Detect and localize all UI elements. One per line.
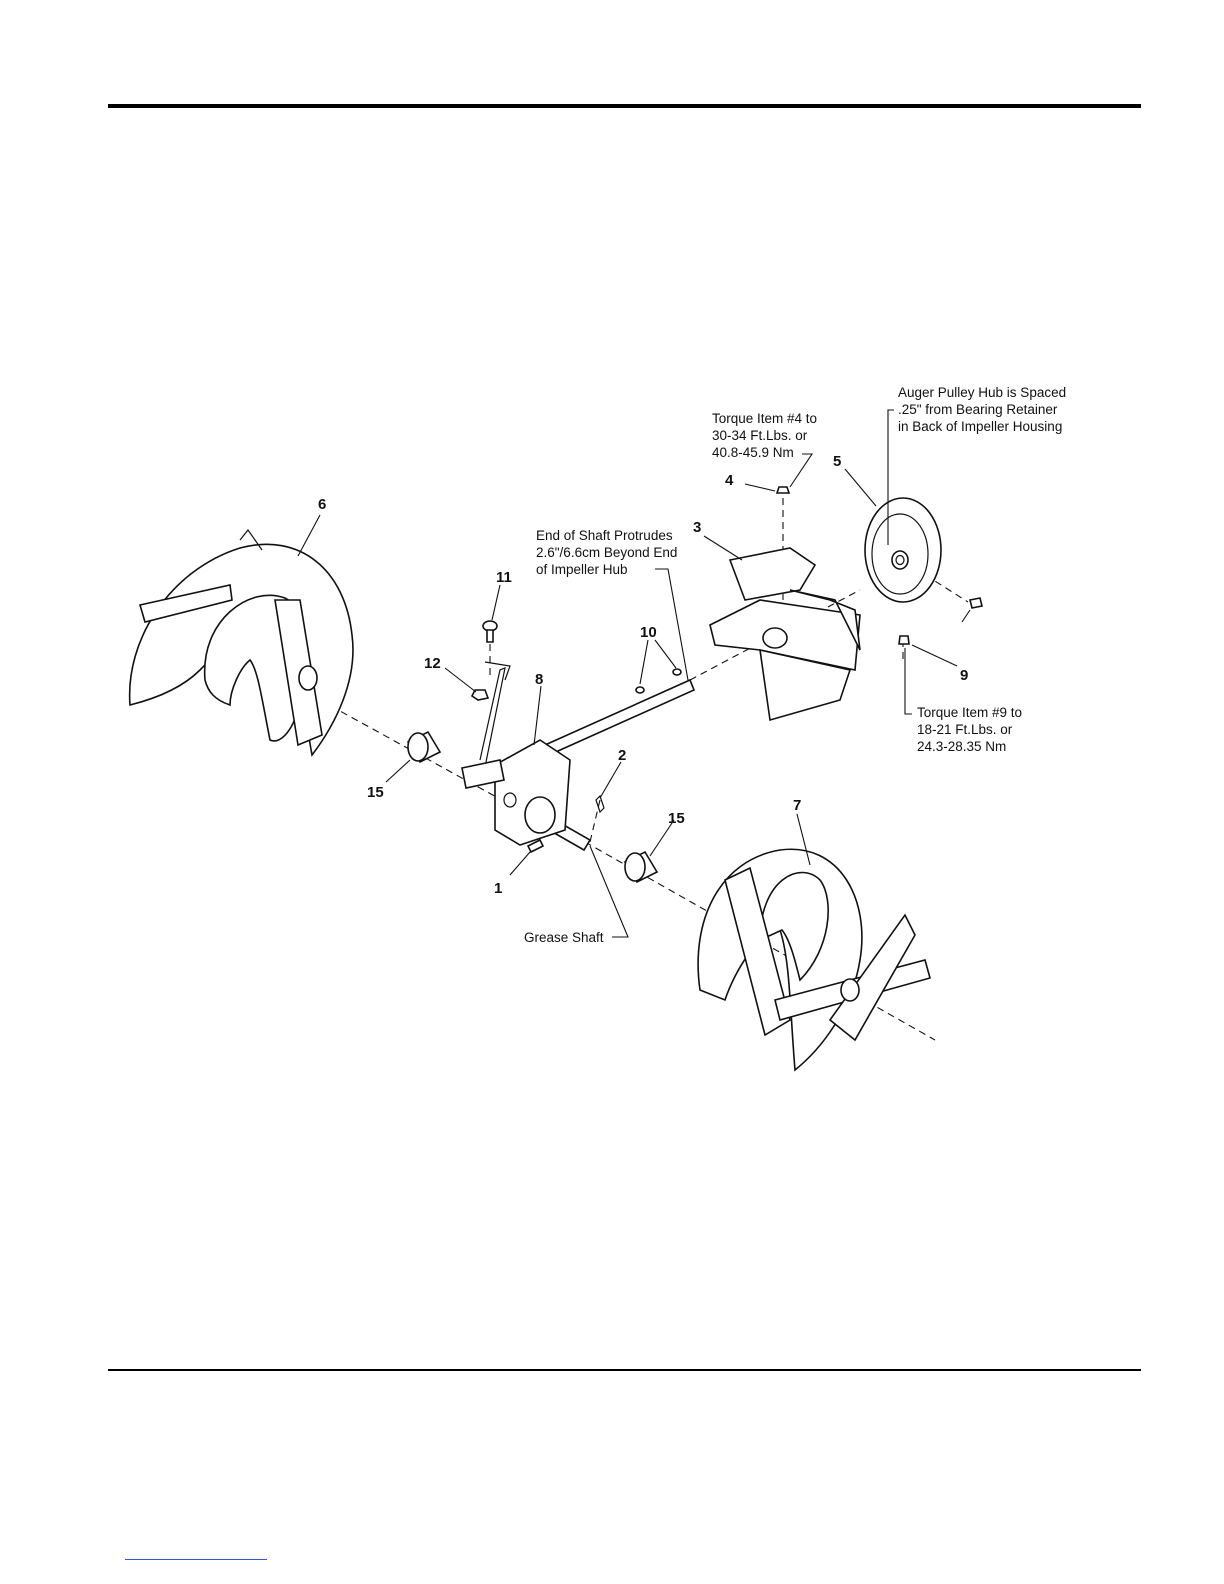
svg-text:of Impeller Hub: of Impeller Hub [536,562,628,577]
footer-rule [108,1369,1141,1371]
part-number-labels: 6 11 12 8 10 2 15 15 1 7 3 4 5 9 [318,453,968,897]
part-label-11: 11 [496,569,512,586]
svg-text:in Back of Impeller Housing: in Back of Impeller Housing [898,419,1062,434]
part-label-7: 7 [793,797,801,814]
part-label-4: 4 [725,472,734,489]
impeller [710,548,860,720]
part-label-5: 5 [833,453,841,470]
gearbox-and-shaft [462,680,694,850]
part-label-8: 8 [535,671,543,688]
nut-item-12 [472,690,488,700]
part-label-10: 10 [640,624,657,641]
spacer-right [625,852,657,882]
part-label-9: 9 [960,667,968,684]
part-label-15-left: 15 [367,784,384,801]
note-torque-item-4: Torque Item #4 to 30-34 Ft.Lbs. or 40.8-… [712,411,817,460]
bolts-item-9 [899,598,982,644]
spacer-left [408,732,440,762]
note-grease-shaft: Grease Shaft [524,930,604,945]
svg-text:End of Shaft Protrudes: End of Shaft Protrudes [536,528,673,543]
note-torque-item-9: Torque Item #9 to 18-21 Ft.Lbs. or 24.3-… [917,705,1022,754]
part-label-12: 12 [424,655,441,672]
svg-text:Auger Pulley Hub is Spaced: Auger Pulley Hub is Spaced [898,385,1066,400]
footer-link-underline[interactable] [125,1559,267,1560]
pin-item-2 [596,796,604,812]
note-shaft-protrudes: End of Shaft Protrudes 2.6"/6.6cm Beyond… [536,528,677,577]
svg-text:.25" from Bearing Retainer: .25" from Bearing Retainer [898,402,1058,417]
note-pulley-hub: Auger Pulley Hub is Spaced .25" from Bea… [898,385,1066,434]
part-label-2: 2 [618,747,626,764]
auger-left [130,530,353,755]
part-label-15-right: 15 [668,810,685,827]
part-label-1: 1 [494,880,502,897]
svg-text:2.6"/6.6cm Beyond End: 2.6"/6.6cm Beyond End [536,545,677,560]
svg-text:Torque Item #9 to: Torque Item #9 to [917,705,1022,720]
bolt-item-4 [777,487,789,493]
svg-text:40.8-45.9 Nm: 40.8-45.9 Nm [712,445,794,460]
auger-right [698,849,930,1070]
svg-text:30-34 Ft.Lbs. or: 30-34 Ft.Lbs. or [712,428,808,443]
svg-text:18-21 Ft.Lbs. or: 18-21 Ft.Lbs. or [917,722,1013,737]
pulley [865,498,941,602]
shift-rod [480,662,510,762]
svg-text:24.3-28.35 Nm: 24.3-28.35 Nm [917,739,1006,754]
part-label-6: 6 [318,496,326,513]
part-label-3: 3 [693,519,701,536]
svg-text:Torque Item #4 to: Torque Item #4 to [712,411,817,426]
screw-item-11 [483,621,497,642]
